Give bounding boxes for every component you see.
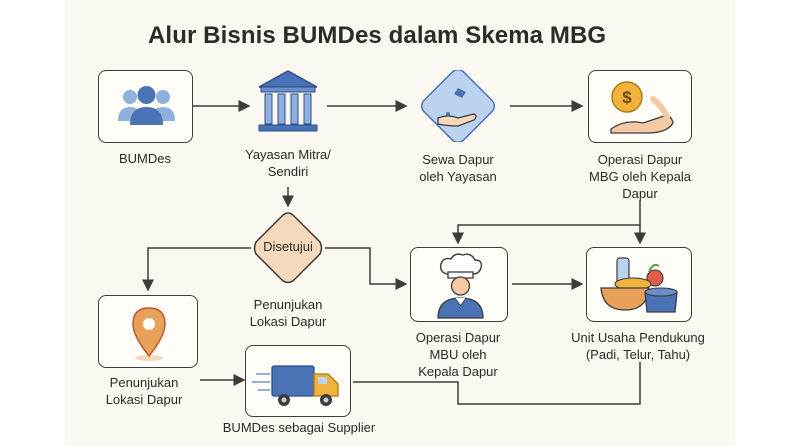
arrow-operasi-mbg-to-operasi-mbu bbox=[452, 200, 641, 245]
label-supplier: BUMDes sebagai Supplier bbox=[222, 420, 376, 435]
label-bumdes: BUMDes bbox=[118, 151, 172, 166]
node-sewa-dapur bbox=[418, 70, 498, 142]
label-disetujui: Disetujui bbox=[263, 239, 313, 254]
label-sewa-dapur: Sewa Dapur oleh Yayasan bbox=[419, 152, 497, 184]
label-penunjukan-tengah: Penunjukan Lokasi Dapur bbox=[249, 297, 327, 329]
line-supplier-to-unit-usaha bbox=[353, 362, 641, 405]
people-group-icon bbox=[118, 86, 175, 125]
node-bumdes bbox=[98, 70, 193, 143]
delivery-truck-icon bbox=[252, 365, 339, 406]
node-operasi-mbu bbox=[410, 247, 508, 322]
node-penunjukan-lokasi bbox=[98, 295, 198, 368]
chef-icon bbox=[437, 253, 484, 319]
node-operasi-mbg: $ bbox=[588, 70, 692, 143]
hand-coin-icon: $ bbox=[610, 81, 674, 134]
diagram-title: Alur Bisnis BUMDes dalam Skema MBG bbox=[148, 22, 607, 49]
arrow-disetujui-to-penunjukan-lokasi bbox=[142, 247, 251, 292]
node-supplier bbox=[245, 345, 351, 417]
node-disetujui: Disetujui bbox=[251, 211, 325, 285]
label-operasi-mbg: Operasi Dapur MBG oleh Kepala Dapur bbox=[589, 152, 691, 201]
label-yayasan: Yayasan Mitra/ Sendiri bbox=[245, 147, 331, 179]
svg-text:$: $ bbox=[622, 88, 632, 107]
node-yayasan bbox=[249, 65, 327, 138]
label-operasi-mbu: Operasi Dapur MBU oleh Kepala Dapur bbox=[415, 330, 501, 379]
node-unit-usaha bbox=[586, 247, 692, 322]
hand-receiving-icon bbox=[420, 70, 496, 142]
food-basket-icon bbox=[600, 257, 678, 313]
decision-diamond-shape bbox=[253, 212, 323, 284]
location-pin-icon bbox=[132, 307, 166, 361]
label-penunjukan-lokasi: Penunjukan Lokasi Dapur bbox=[105, 375, 183, 407]
institution-building-icon bbox=[258, 70, 318, 132]
label-unit-usaha: Unit Usaha Pendukung (Padi, Telur, Tahu) bbox=[571, 330, 705, 362]
arrow-disetujui-to-operasi-mbu bbox=[325, 247, 408, 290]
